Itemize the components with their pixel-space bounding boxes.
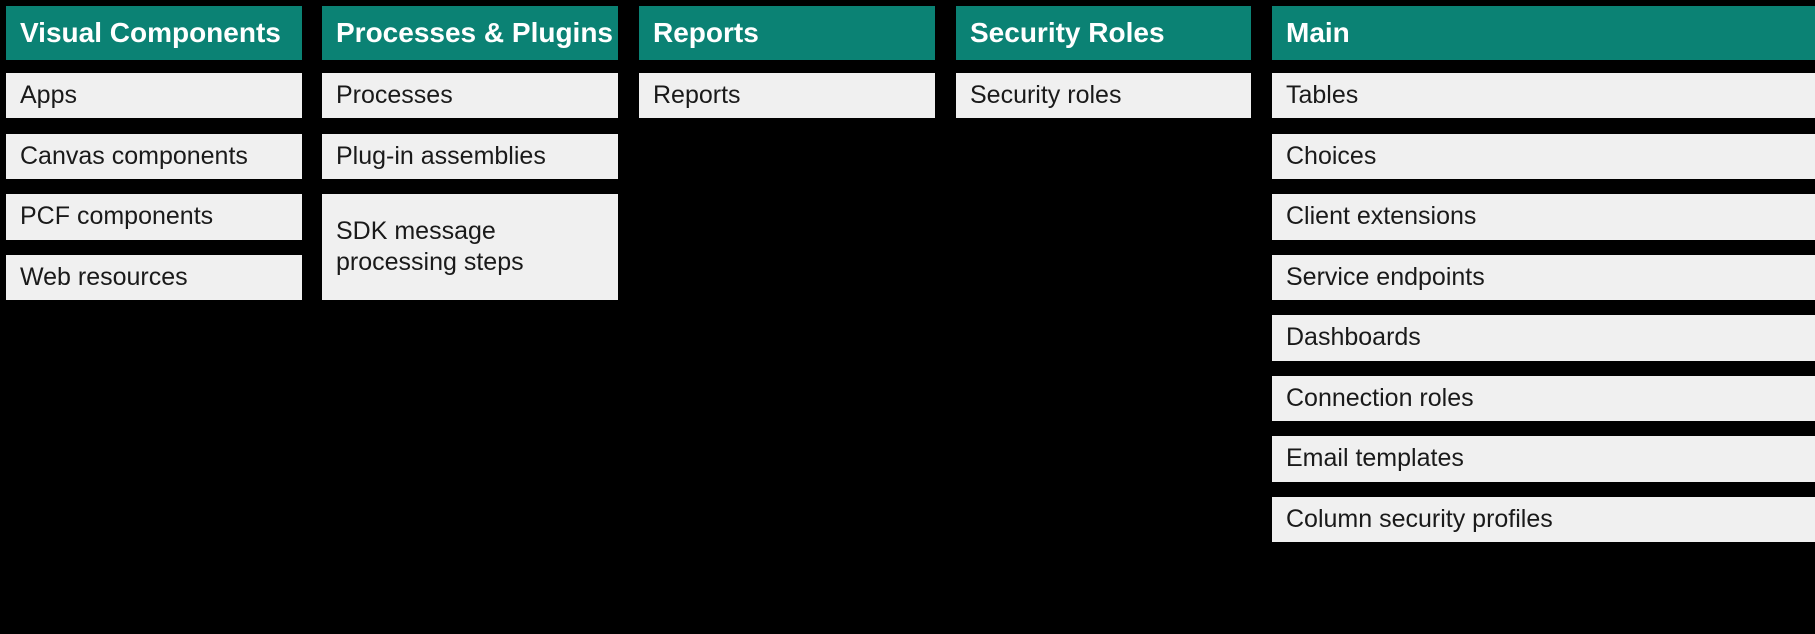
cell-canvas-components[interactable]: Canvas components [6, 134, 302, 179]
cell-column-security-profiles[interactable]: Column security profiles [1272, 497, 1815, 542]
cell-choices[interactable]: Choices [1272, 134, 1815, 179]
cell-reports[interactable]: Reports [639, 73, 935, 118]
cell-label: Client extensions [1286, 202, 1477, 231]
cell-tables[interactable]: Tables [1272, 73, 1815, 118]
cell-web-resources[interactable]: Web resources [6, 255, 302, 300]
cell-sdk-message-processing-steps[interactable]: SDK message processing steps [322, 194, 618, 300]
column-header-security-roles: Security Roles [956, 6, 1251, 60]
cell-client-extensions[interactable]: Client extensions [1272, 194, 1815, 240]
cell-email-templates[interactable]: Email templates [1272, 436, 1815, 482]
cell-label: SDK message processing steps [336, 216, 524, 276]
cell-service-endpoints[interactable]: Service endpoints [1272, 255, 1815, 300]
cell-apps[interactable]: Apps [6, 73, 302, 118]
cell-dashboards[interactable]: Dashboards [1272, 315, 1815, 361]
cell-label: Apps [20, 80, 77, 109]
cell-plug-in-assemblies[interactable]: Plug-in assemblies [322, 134, 618, 179]
column-header-main: Main [1272, 6, 1815, 60]
column-header-processes-plugins: Processes & Plugins [322, 6, 618, 60]
cell-connection-roles[interactable]: Connection roles [1272, 376, 1815, 421]
cell-label: PCF components [20, 202, 214, 231]
cell-label: Canvas components [20, 141, 248, 170]
cell-processes[interactable]: Processes [322, 73, 618, 118]
cell-label: Reports [653, 80, 741, 109]
cell-label: Email templates [1286, 444, 1464, 473]
column-header-reports: Reports [639, 6, 935, 60]
cell-label: Connection roles [1286, 383, 1474, 412]
cell-label: Plug-in assemblies [336, 141, 546, 170]
cell-security-roles[interactable]: Security roles [956, 73, 1251, 118]
cell-label: Dashboards [1286, 323, 1421, 352]
cell-label: Tables [1286, 80, 1359, 109]
cell-label: Choices [1286, 141, 1377, 170]
cell-pcf-components[interactable]: PCF components [6, 194, 302, 240]
cell-label: Security roles [970, 80, 1122, 109]
cell-label: Column security profiles [1286, 504, 1553, 533]
column-header-visual-components: Visual Components [6, 6, 302, 60]
cell-label: Web resources [20, 262, 188, 291]
cell-label: Processes [336, 80, 453, 109]
cell-label: Service endpoints [1286, 262, 1485, 291]
